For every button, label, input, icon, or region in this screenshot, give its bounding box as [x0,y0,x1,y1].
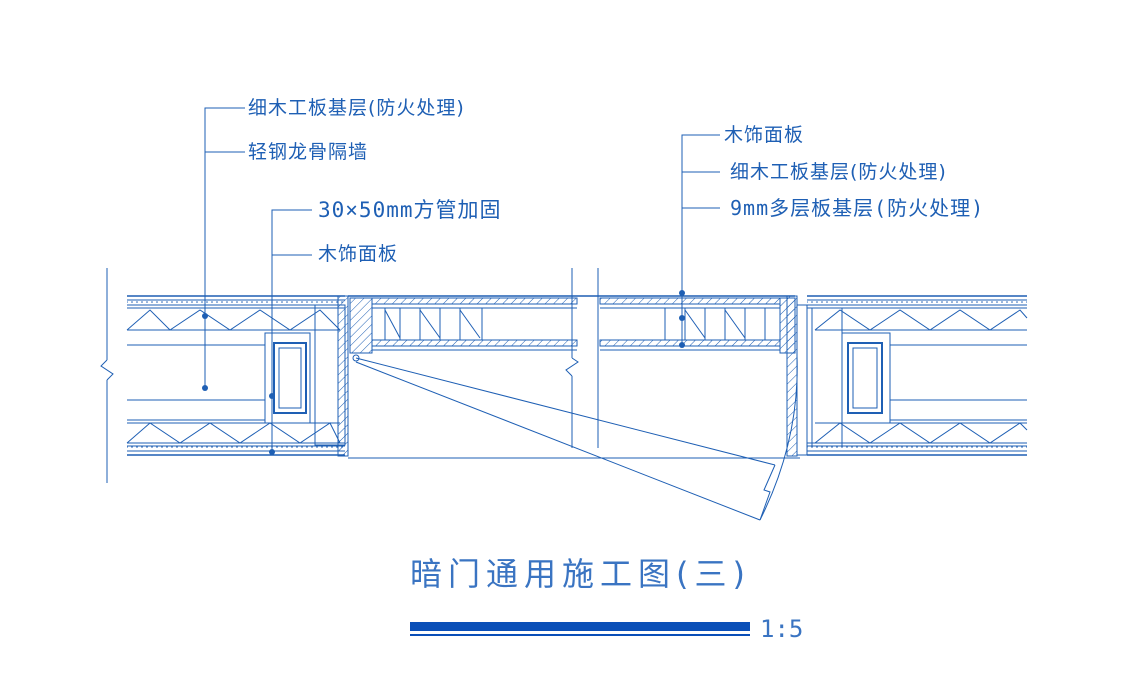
door-swing [348,355,800,521]
left-wall-section [126,295,349,457]
label-left-2: 轻钢龙骨隔墙 [248,141,369,163]
label-left-4: 木饰面板 [318,243,399,265]
leaders-left [204,107,312,452]
right-wall-section [786,295,1028,457]
leaders-right [681,134,720,345]
label-right-3: 9mm多层板基层(防火处理) [730,196,985,220]
title-underline-thin [410,634,750,636]
drawing-title: 暗门通用施工图(三) [410,555,751,593]
label-left-3: 30×50mm方管加固 [318,198,502,222]
label-right-2: 细木工板基层(防火处理) [730,161,947,183]
drawing-scale: 1:5 [760,615,804,643]
left-break-line [100,268,114,483]
label-right-1: 木饰面板 [724,124,805,146]
door-break-line [565,268,599,448]
title-underline-thick [410,622,750,631]
label-left-1: 细木工板基层(防火处理) [248,97,465,119]
leader-dots [202,290,685,455]
